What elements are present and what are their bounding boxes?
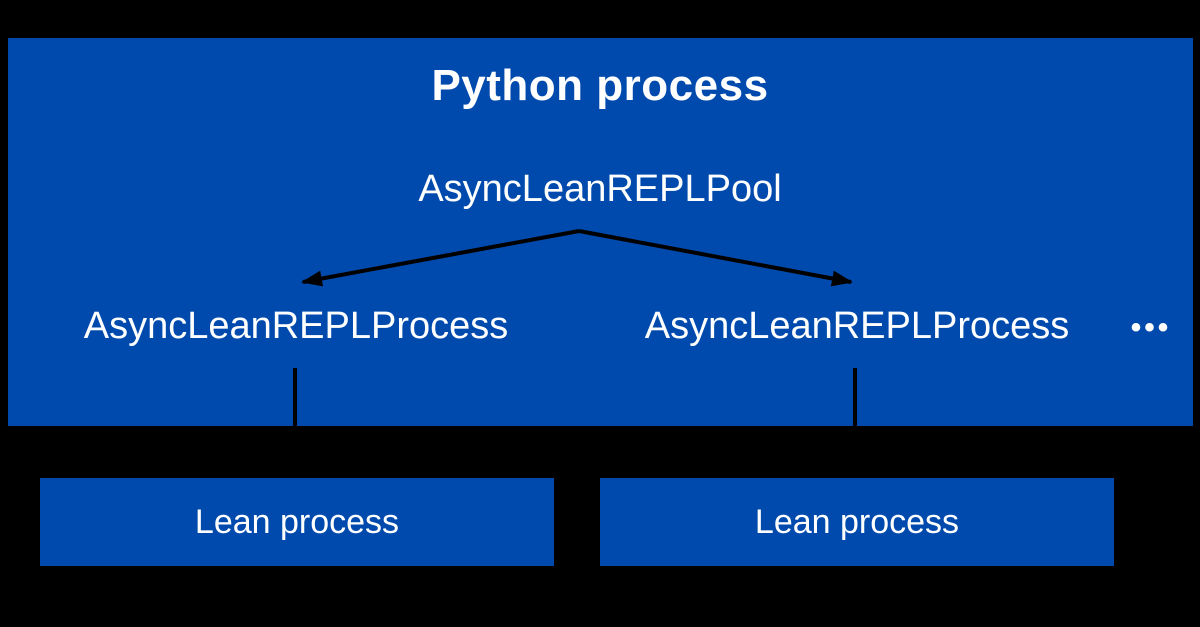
lean-process-label-2: Lean process — [754, 503, 960, 541]
pool-label: AsyncLeanREPLPool — [418, 168, 782, 210]
lean-process-box-1: Lean process — [40, 478, 554, 566]
lean-process-box-2: Lean process — [600, 478, 1114, 566]
more-processes-ellipsis: ••• — [1130, 311, 1172, 344]
process-label-2: AsyncLeanREPLProcess — [644, 305, 1070, 347]
python-process-title: Python process — [431, 61, 769, 110]
process-label-1: AsyncLeanREPLProcess — [83, 305, 509, 347]
lean-process-label-1: Lean process — [194, 503, 400, 541]
